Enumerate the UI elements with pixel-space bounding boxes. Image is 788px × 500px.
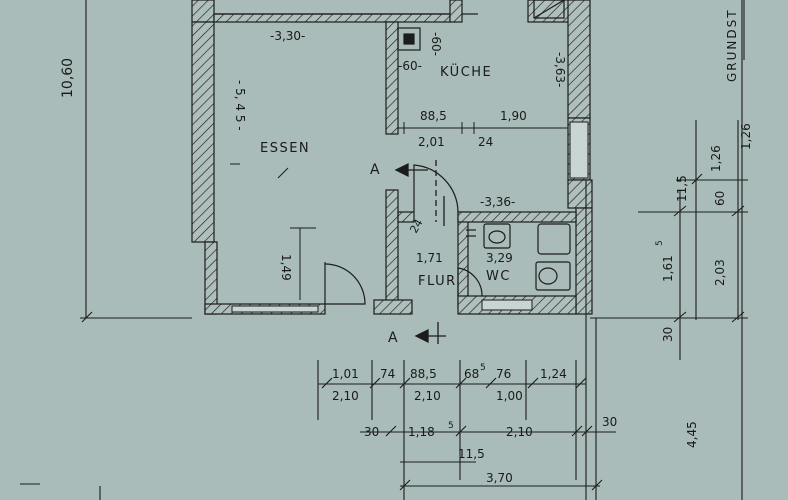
dim-bottom-r4: 11,5: [458, 447, 485, 461]
dim-essen-width: -3,30-: [270, 29, 305, 43]
dim-bottom-r1-0: 1,01: [332, 367, 359, 381]
dim-right-11-5: 11,5: [675, 175, 689, 202]
dim-2-01: 2,01: [418, 135, 445, 149]
room-label-kueche: KÜCHE: [440, 63, 492, 80]
dim-bottom-r1-1: 74: [380, 367, 395, 381]
dim-overall-height: 10,60: [60, 58, 76, 98]
wall-flur-stub: [397, 211, 415, 223]
dim-1-90: 1,90: [500, 109, 527, 123]
dim-24: 24: [478, 135, 493, 149]
dim-essen-height: - 5, 4 5 -: [233, 80, 247, 131]
wall-left: [191, 21, 215, 243]
interior-dim-lines: [230, 122, 568, 300]
dim-bottom-r1-4: 76: [496, 367, 511, 381]
door-essen: [324, 263, 366, 305]
dim-right-1-61-sup: 5: [655, 240, 665, 246]
window-wc-bottom: [481, 299, 533, 311]
dim-88-5: 88,5: [420, 109, 447, 123]
wall-kitchen-partition: [385, 21, 399, 135]
dim-bottom-r3-0: 30: [364, 425, 379, 439]
fixtures: [466, 223, 571, 291]
wall-top-right: [449, 0, 463, 23]
dim-right-4-45: 4,45: [685, 421, 699, 448]
wall-wc-top: [457, 211, 577, 223]
dim-right-60: 60: [713, 191, 727, 206]
dim-bottom-r3-sup: 5: [448, 421, 454, 431]
dim-grundstueck: GRUNDST: [725, 8, 739, 82]
dim-right-1-26b: 1,26: [739, 123, 753, 150]
wc-shower: [537, 223, 571, 255]
wall-flur-wc: [457, 211, 469, 309]
dim-right-30: 30: [661, 327, 675, 342]
door-wc: [457, 267, 483, 297]
dim-bottom-r3-3: 30: [602, 415, 617, 429]
bottom-dim-lines: [20, 360, 616, 500]
wall-bottom-flur: [373, 299, 413, 315]
section-cut: [394, 160, 446, 344]
doors: [324, 164, 483, 305]
dim-wc-area: 3,29: [486, 251, 513, 265]
dim-bottom-r1-2: 88,5: [410, 367, 437, 381]
wall-left-lower: [204, 241, 218, 315]
room-label-flur: FLUR: [418, 274, 457, 289]
wc-sink: [483, 223, 511, 249]
windows: [231, 121, 589, 313]
dim-bottom-r3-1: 1,18: [408, 425, 435, 439]
dim-right-2-03: 2,03: [713, 259, 727, 286]
wall-right-upper: [567, 0, 591, 119]
dim-bottom-r3-2: 2,10: [506, 425, 533, 439]
section-mark-top: A: [370, 162, 380, 178]
wall-right-lower: [575, 207, 593, 315]
dim-right-1-61: 1,61: [661, 255, 675, 282]
wall-top-mid: [213, 13, 451, 23]
right-dim-lines: [585, 0, 748, 500]
dim-bottom-r1-5: 1,24: [540, 367, 567, 381]
section-mark-bottom: A: [388, 330, 398, 346]
window-kitchen: [569, 121, 589, 179]
dim-bottom-r5: 3,70: [486, 471, 513, 485]
dim-24b: 24: [407, 217, 425, 236]
wall-right-mid: [567, 179, 593, 209]
wall-top-left: [191, 0, 215, 23]
dim-bottom-r2-0: 2,10: [332, 389, 359, 403]
room-label-essen: ESSEN: [260, 141, 310, 156]
dim-bottom-r1-3: 68: [464, 367, 479, 381]
dim-sixty-b: -60-: [429, 32, 443, 56]
dim-sixty-a: -60-: [398, 59, 422, 73]
dim-right-1-26a: 1,26: [709, 145, 723, 172]
window-essen-bottom: [231, 305, 319, 313]
toilet: [535, 261, 571, 291]
dim-bottom-r2-1: 2,10: [414, 389, 441, 403]
dim-wc-width: -3,36-: [480, 195, 515, 209]
door-flur: [413, 164, 459, 213]
dim-flur-area: 1,71: [416, 251, 443, 265]
dim-kueche-height: -3,63-: [553, 52, 567, 87]
top-lines: [214, 0, 565, 51]
dim-1-49: 1,49: [279, 254, 293, 281]
dim-bottom-r1-sup: 5: [480, 363, 486, 373]
wall-flur-left: [385, 189, 399, 309]
room-label-wc: WC: [486, 269, 511, 284]
walls: [191, 0, 593, 315]
chimney: [397, 27, 421, 51]
dim-bottom-r2-2: 1,00: [496, 389, 523, 403]
left-dim-lines: [80, 0, 192, 323]
